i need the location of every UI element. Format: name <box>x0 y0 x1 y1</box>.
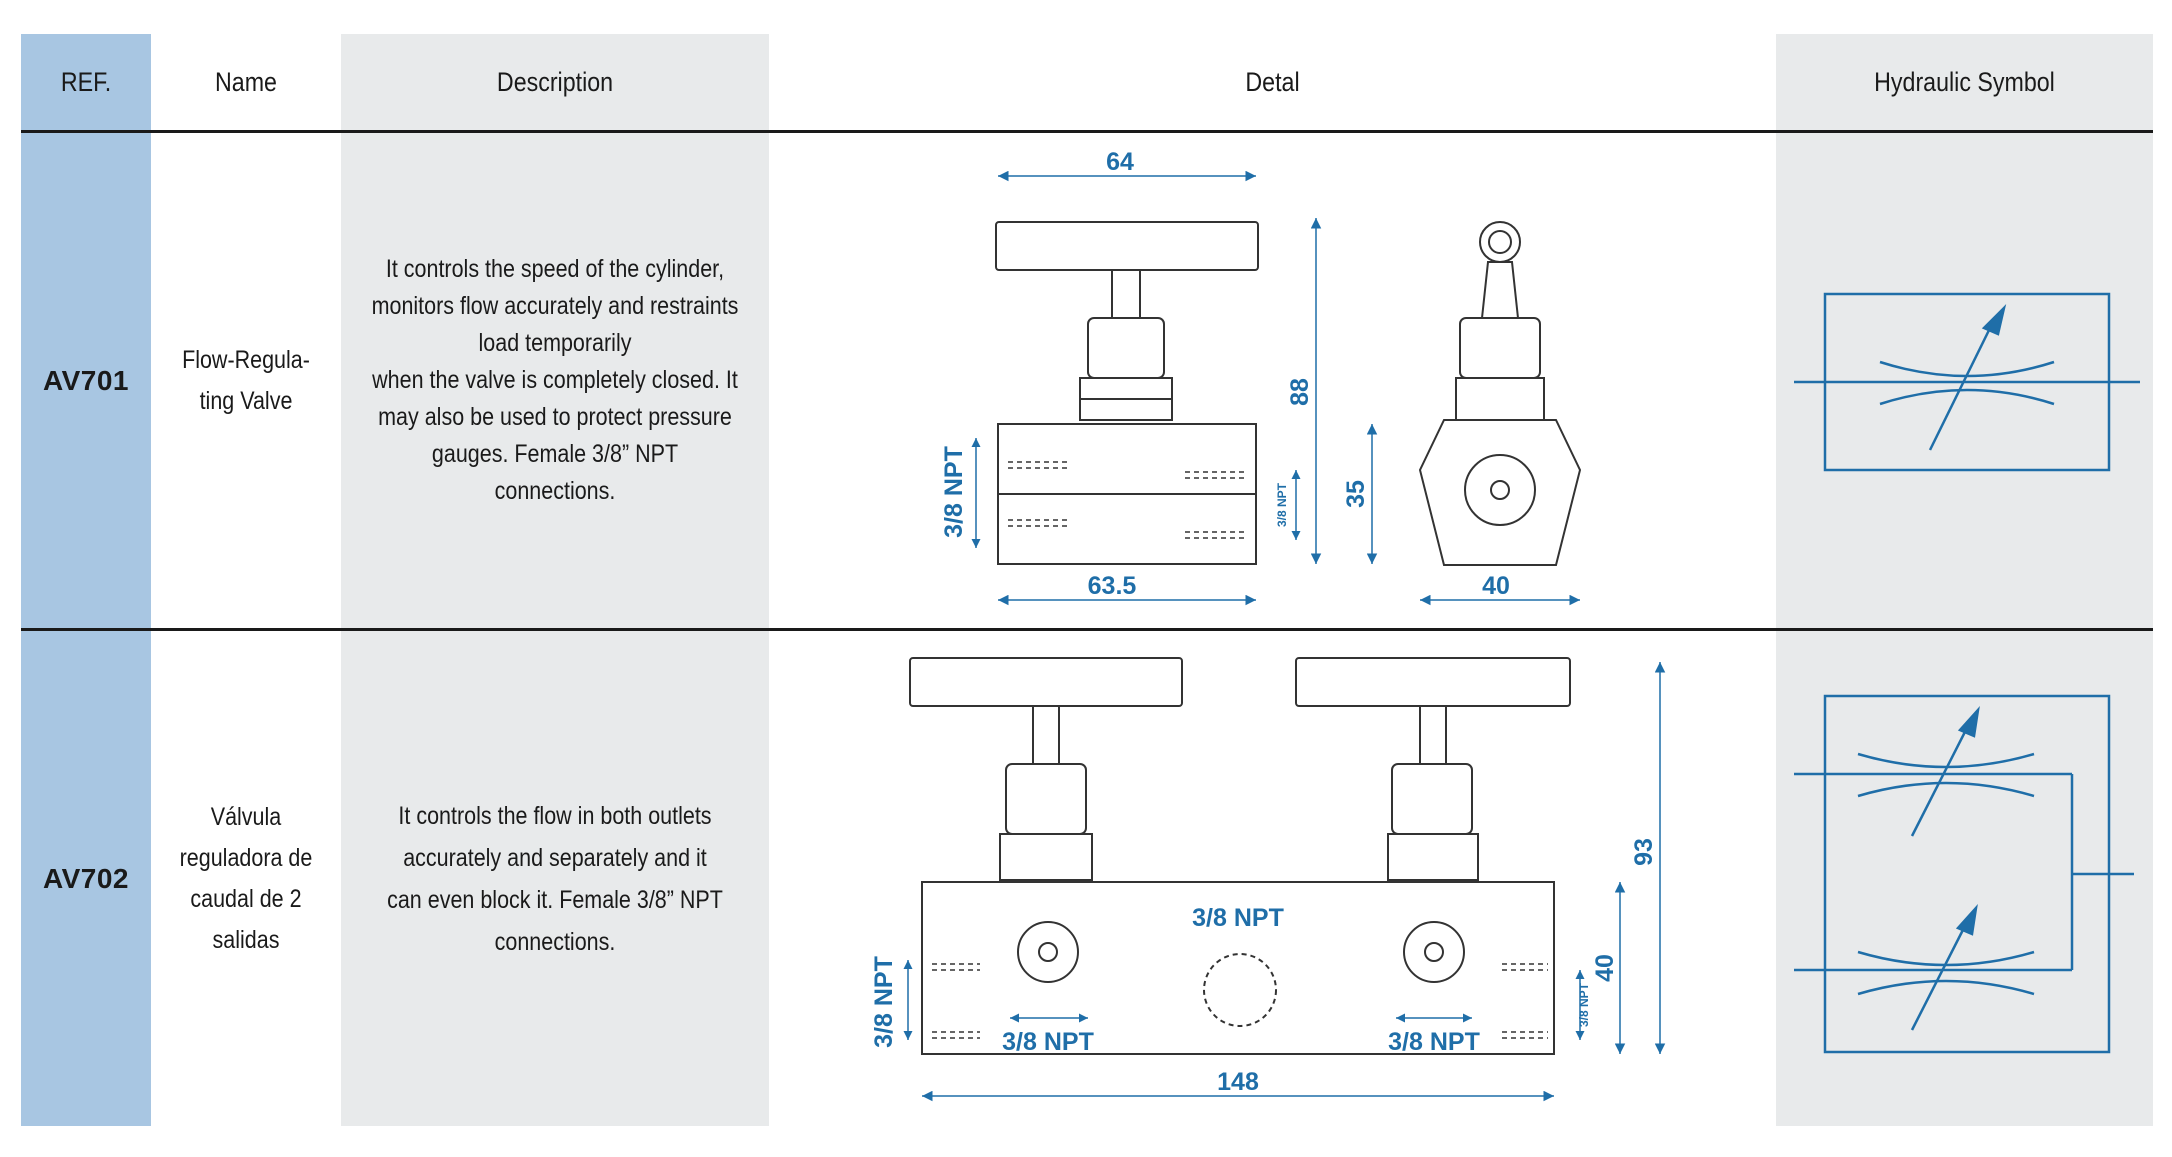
dim-side-height: 35 <box>1342 480 1370 508</box>
dim-height: 88 <box>1286 378 1314 406</box>
row-name: Válvula reguladora de caudal de 2 salida… <box>179 802 313 954</box>
row-description: It controls the flow in both outlets acc… <box>387 801 723 956</box>
av701-dimensions <box>971 170 1580 606</box>
av701-side-view <box>1418 221 1582 566</box>
product-table: REF. Name Description Detal Hydraulic Sy… <box>21 34 2153 1126</box>
ref-column-band <box>21 34 151 1126</box>
av701-front-view <box>995 221 1259 565</box>
hydraulic-symbol-dual-flow-control <box>1794 694 2134 1054</box>
dim-body-length: 63.5 <box>1088 572 1137 600</box>
dim-port: 3/8 NPT <box>940 446 968 538</box>
dim-port-small: 3/8 NPT <box>1577 982 1591 1027</box>
row-divider <box>21 628 2153 631</box>
header-detail: Detal <box>1245 66 1300 97</box>
dim-bottom-left-port: 3/8 NPT <box>1002 1028 1094 1056</box>
av702-dimensions <box>903 662 1666 1102</box>
dim-side-width: 40 <box>1482 572 1510 600</box>
header-divider <box>21 130 2153 133</box>
dim-body-height: 40 <box>1591 954 1619 982</box>
symbol-column-band <box>1776 34 2153 1126</box>
dim-port-small: 3/8 NPT <box>1275 482 1289 527</box>
row-ref: AV702 <box>42 862 130 894</box>
header-name: Name <box>215 66 277 97</box>
row-description: It controls the speed of the cylinder, m… <box>371 255 739 505</box>
row-ref: AV701 <box>42 364 130 396</box>
dim-left-port: 3/8 NPT <box>870 956 898 1048</box>
dim-length: 148 <box>1217 1068 1259 1096</box>
dim-bottom-right-port: 3/8 NPT <box>1388 1028 1480 1056</box>
row-name: Flow-Regula- ting Valve <box>182 345 310 415</box>
header-ref: REF. <box>60 66 112 97</box>
dim-total-height: 93 <box>1630 838 1658 866</box>
description-column-band <box>341 34 769 1126</box>
dim-center-port: 3/8 NPT <box>1192 904 1284 932</box>
av702-front-view <box>909 657 1571 1055</box>
dim-top-width: 64 <box>1106 148 1134 176</box>
hydraulic-symbol-flow-control <box>1794 292 2140 472</box>
header-description: Description <box>496 66 614 97</box>
header-hydraulic-symbol: Hydraulic Symbol <box>1874 66 2055 97</box>
